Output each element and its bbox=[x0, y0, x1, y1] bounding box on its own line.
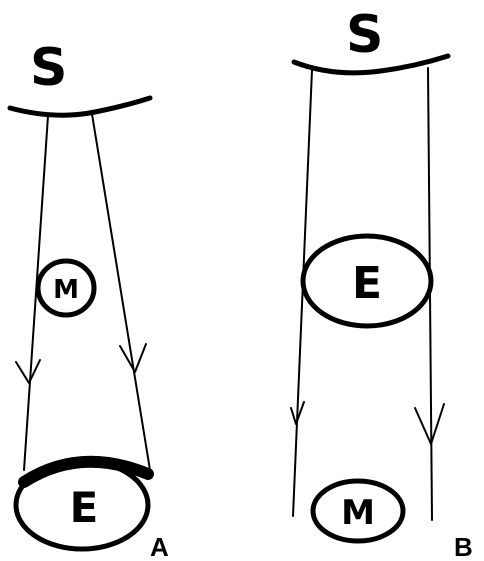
panel-a-middle-body-label: M bbox=[53, 275, 79, 305]
panel-a-right-ray bbox=[92, 114, 150, 470]
panel-a-bottom-body-label: E bbox=[70, 483, 99, 532]
panel-b-bottom-body-label: M bbox=[341, 493, 375, 533]
panel-a-label: A bbox=[150, 532, 169, 561]
panel-b-right-arrowhead bbox=[415, 404, 444, 444]
panel-a-right-arrowhead bbox=[120, 344, 146, 372]
panel-a-earth-shadow-arc bbox=[24, 462, 148, 482]
panel-b-label: B bbox=[454, 532, 473, 561]
panel-b-middle-body-label: E bbox=[352, 258, 382, 309]
panel-a-left-arrowhead bbox=[16, 360, 40, 383]
panel-b-source-label: S bbox=[346, 5, 383, 65]
panel-a: S M E A bbox=[10, 38, 169, 561]
panel-a-source-label: S bbox=[30, 38, 67, 98]
panel-a-sun-arc bbox=[10, 98, 150, 115]
panel-b: S E M B bbox=[291, 5, 473, 561]
